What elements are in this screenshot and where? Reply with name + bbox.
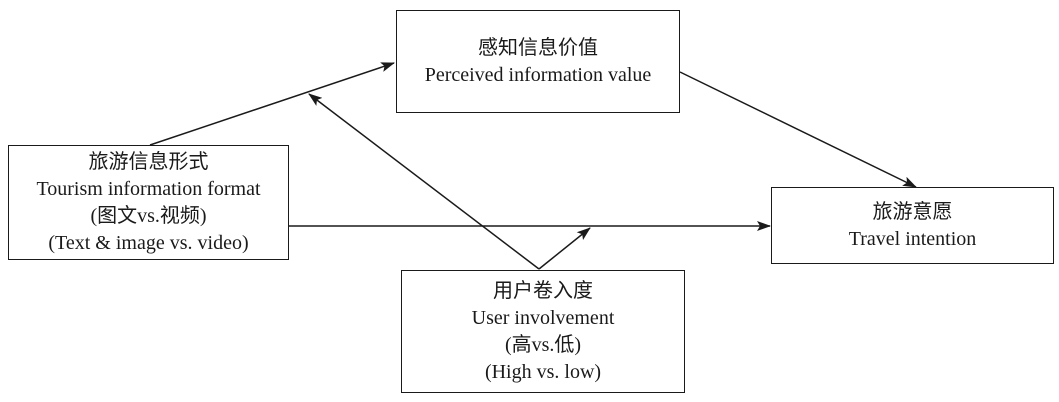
perceived-value-label-en: Perceived information value [424,63,652,86]
info-format-label-en: Tourism information format [36,177,261,200]
user-involvement-label-zh: 用户卷入度 [493,279,593,302]
user-involvement-levels-zh: (高vs.低) [504,333,582,356]
travel-intention-label-zh: 旅游意愿 [872,200,953,223]
perceived-value-label-zh: 感知信息价值 [478,36,598,59]
info-format-label-zh: 旅游信息形式 [88,150,209,173]
arrow-format-to-value [149,62,395,146]
travel-intention-label-en: Travel intention [848,227,977,250]
travel-intention-box: 旅游意愿 Travel intention [771,187,1054,264]
user-involvement-box: 用户卷入度 User involvement (高vs.低) (High vs.… [401,270,685,393]
arrow-value-to-intention [679,71,917,188]
perceived-information-value-box: 感知信息价值 Perceived information value [396,10,680,113]
user-involvement-levels-en: (High vs. low) [484,360,602,383]
info-format-levels-en: (Text & image vs. video) [48,231,249,254]
info-format-levels-zh: (图文vs.视频) [90,204,207,227]
tourism-information-format-box: 旅游信息形式 Tourism information format (图文vs.… [8,145,289,260]
arrow-involvement-moderates-format-value-path [308,93,540,270]
arrow-involvement-moderates-format-intention-path [538,227,591,270]
user-involvement-label-en: User involvement [471,306,615,329]
